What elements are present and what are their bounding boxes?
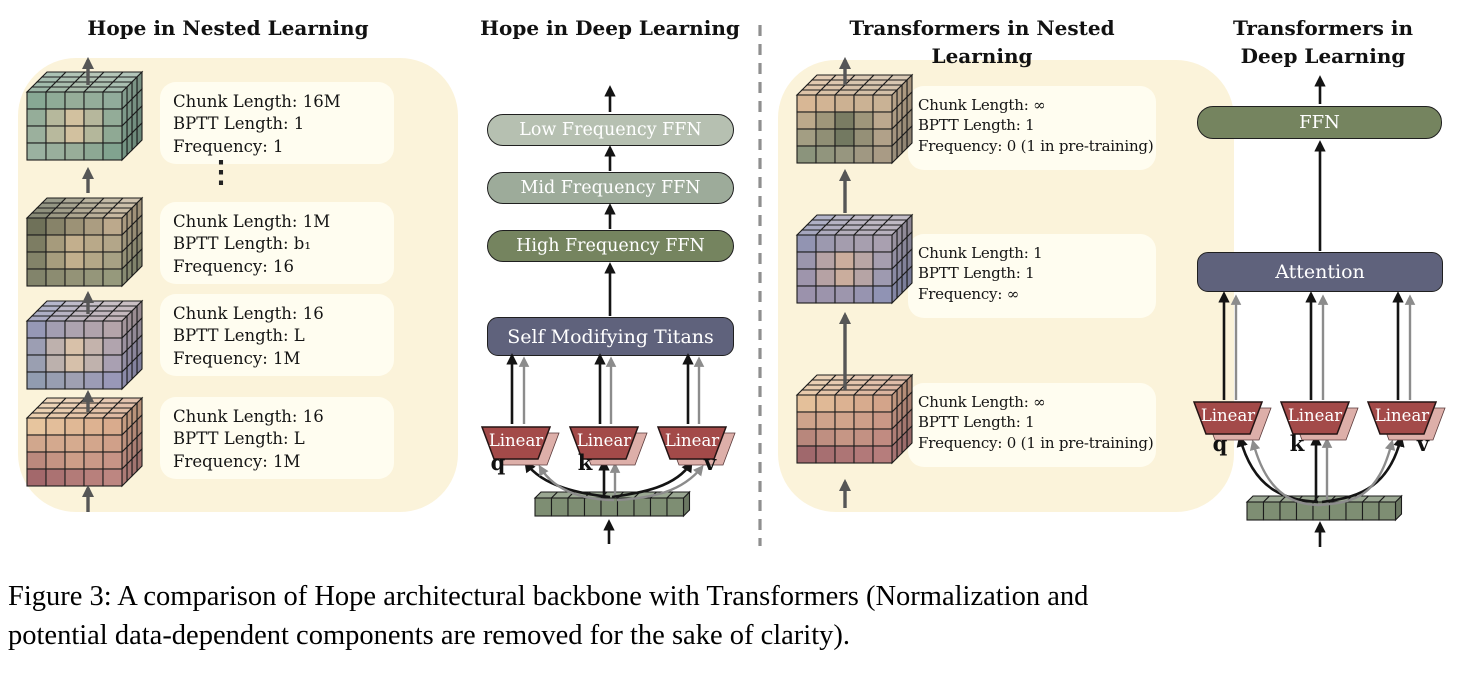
- annotation-line: BPTT Length: L: [173, 326, 305, 346]
- caption-line-1: Figure 3: A comparison of Hope architect…: [8, 581, 1089, 612]
- annotation-line: Chunk Length: ∞: [918, 96, 1046, 114]
- annotation-card: Chunk Length: 16M BPTT Length: 1 Frequen…: [160, 82, 394, 164]
- caption-line-2: potential data-dependent components are …: [8, 620, 850, 651]
- self-modifying-titans-block: Self Modifying Titans: [487, 317, 734, 356]
- title-transformers-nested-learning: Transformers in Nested Learning: [849, 16, 1115, 68]
- annotation-card: Chunk Length: 1M BPTT Length: b₁ Frequen…: [160, 202, 394, 284]
- linear-label: Linear: [1287, 406, 1343, 425]
- annotation-card: Chunk Length: ∞ BPTT Length: 1 Frequency…: [908, 86, 1156, 170]
- annotation-line: Frequency: 16: [173, 256, 295, 276]
- annotation-card: Chunk Length: 1 BPTT Length: 1 Frequency…: [908, 234, 1156, 318]
- annotation-line: Chunk Length: 1M: [173, 212, 331, 231]
- annotation-line: Chunk Length: 16M: [173, 92, 341, 111]
- linear-label: Linear: [488, 431, 544, 450]
- annotation-card: Chunk Length: ∞ BPTT Length: 1 Frequency…: [908, 383, 1156, 467]
- key-label: k: [577, 450, 593, 475]
- annotation-line: Frequency: 1M: [173, 348, 301, 368]
- title-hope-deep-learning: Hope in Deep Learning: [480, 16, 740, 40]
- annotation-line: BPTT Length: 1: [918, 413, 1035, 432]
- mid-frequency-ffn-block: Mid Frequency FFN: [487, 172, 734, 204]
- attention-block: Attention: [1197, 252, 1443, 292]
- annotation-line: Chunk Length: 16: [173, 304, 324, 323]
- key-label: k: [1289, 431, 1305, 456]
- annotation-line: BPTT Length: 1: [173, 114, 305, 134]
- token-bar: [1245, 494, 1403, 522]
- figure-caption: Figure 3: A comparison of Hope architect…: [8, 577, 1460, 655]
- linear-label: Linear: [1200, 406, 1256, 425]
- linear-label: Linear: [576, 431, 632, 450]
- title-transformers-deep-learning: Transformers in Deep Learning: [1233, 16, 1413, 68]
- annotation-line: BPTT Length: 1: [918, 116, 1035, 135]
- curved-arrow: [1316, 439, 1396, 507]
- annotation-line: Chunk Length: 1: [918, 244, 1043, 262]
- ffn-block: FFN: [1197, 106, 1442, 139]
- annotation-line: Frequency: 1: [173, 136, 284, 156]
- annotation-line: Frequency: 1M: [173, 451, 301, 471]
- linear-label: Linear: [1374, 406, 1430, 425]
- annotation-line: Frequency: 0 (1 in pre-training): [918, 433, 1154, 452]
- low-frequency-ffn-block: Low Frequency FFN: [487, 114, 734, 146]
- vertical-ellipsis: ⋮: [206, 155, 236, 190]
- annotation-line: Frequency: 0 (1 in pre-training): [918, 136, 1154, 155]
- query-label: q: [1212, 431, 1228, 456]
- title-hope-nested-learning: Hope in Nested Learning: [87, 16, 369, 40]
- annotation-line: BPTT Length: 1: [918, 264, 1035, 283]
- annotation-card: Chunk Length: 16 BPTT Length: L Frequenc…: [160, 294, 394, 376]
- value-label: v: [1416, 431, 1430, 456]
- annotation-line: Frequency: ∞: [918, 284, 1020, 303]
- annotation-card: Chunk Length: 16 BPTT Length: L Frequenc…: [160, 397, 394, 479]
- high-frequency-ffn-block: High Frequency FFN: [487, 230, 734, 262]
- token-bar: [533, 490, 691, 518]
- curved-arrow: [524, 460, 611, 499]
- query-label: q: [490, 450, 506, 475]
- curved-arrow: [1321, 435, 1405, 504]
- curved-arrow: [611, 460, 693, 499]
- annotation-line: BPTT Length: L: [173, 429, 305, 449]
- annotation-line: Chunk Length: 16: [173, 407, 324, 426]
- annotation-line: Chunk Length: ∞: [918, 393, 1046, 411]
- annotation-line: BPTT Length: b₁: [173, 234, 311, 254]
- curved-arrow: [616, 464, 704, 502]
- value-label: v: [703, 450, 717, 475]
- linear-label: Linear: [664, 431, 720, 450]
